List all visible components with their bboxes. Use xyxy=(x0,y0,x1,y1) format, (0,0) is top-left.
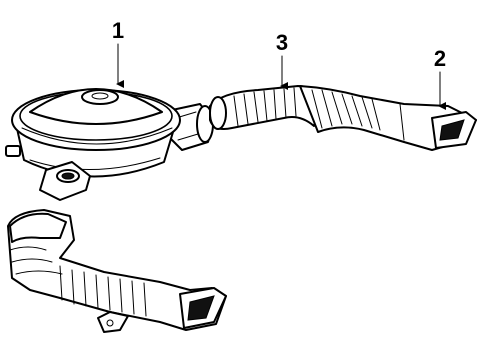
callout-label-1: 1 xyxy=(112,18,124,43)
upper-flex-duct xyxy=(209,85,323,130)
lower-flex-duct xyxy=(7,209,227,333)
callout-label-3: 3 xyxy=(276,30,288,55)
air-cleaner-assembly xyxy=(5,88,215,201)
callout-label-2: 2 xyxy=(434,46,446,71)
callout-3: 3 xyxy=(276,30,288,90)
inlet-duct xyxy=(299,85,477,151)
callout-1: 1 xyxy=(112,18,124,88)
callout-2: 2 xyxy=(434,46,446,110)
